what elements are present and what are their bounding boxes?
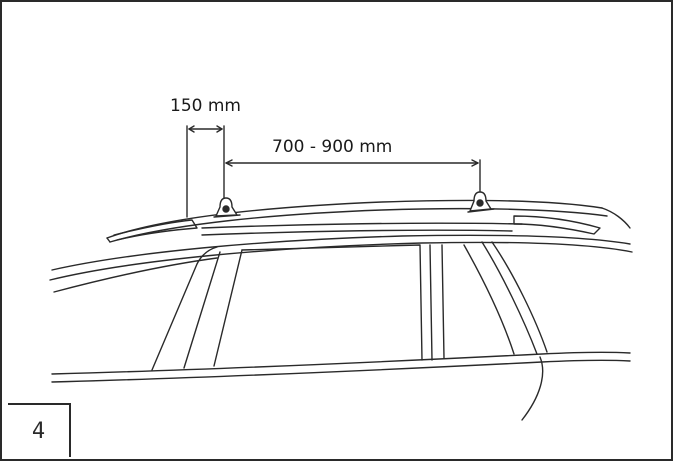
arrow-left-icon [225, 159, 233, 167]
dimension-label-bar-spacing: 700 - 900 mm [272, 137, 393, 157]
window-pillars [151, 241, 548, 371]
step-number: 4 [31, 418, 46, 444]
dimension-label-mount-offset: 150 mm [170, 96, 241, 116]
step-number-box: 4 [8, 403, 71, 457]
arrow-right-icon [471, 159, 479, 167]
front-roof-bar-foot [213, 197, 241, 218]
rear-roof-bar-foot [467, 191, 495, 213]
roof-rail [106, 199, 631, 243]
arrow-right-icon [216, 125, 223, 133]
belt-line [51, 351, 631, 421]
arrow-left-icon [188, 125, 195, 133]
dimension-lines [186, 125, 481, 218]
roof-edge [49, 222, 633, 293]
